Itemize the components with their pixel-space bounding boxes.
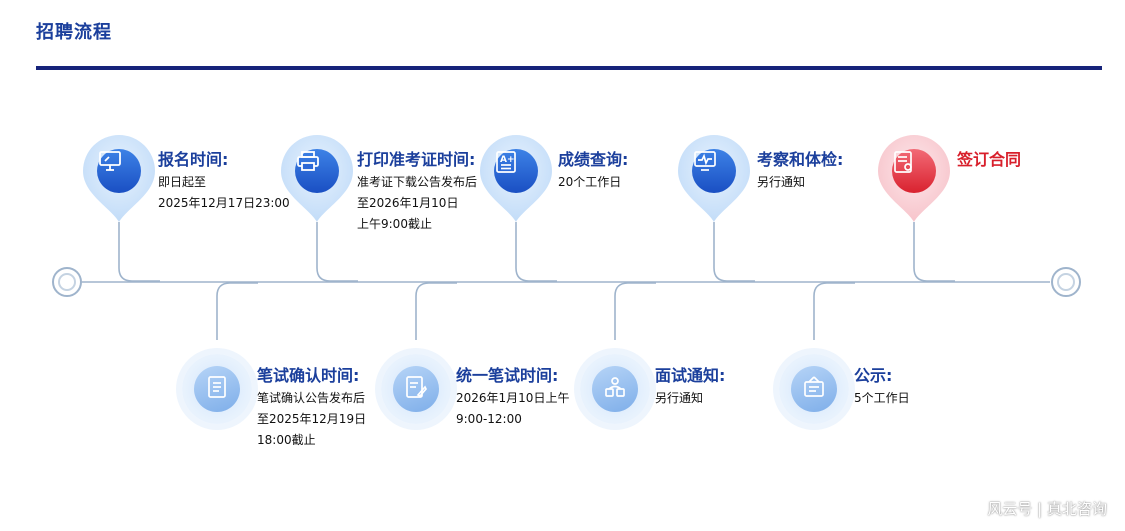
step-desc-admission-print: 准考证下载公告发布后至2026年1月10日上午9:00截止 <box>357 175 478 231</box>
circle-written-exam <box>381 354 451 424</box>
circle-publicity <box>779 354 849 424</box>
score-sheet-icon: A+ <box>495 150 537 192</box>
stem-top-5 <box>913 222 955 282</box>
interview-icon <box>603 375 627 403</box>
stem-bottom-1 <box>216 282 258 340</box>
step-title-written-confirm: 笔试确认时间: <box>257 366 360 385</box>
step-title-publicity: 公示: <box>854 366 893 385</box>
health-monitor-icon <box>693 150 735 192</box>
monitor-icon <box>98 150 140 192</box>
step-desc-score-query: 20个工作日 <box>558 175 622 189</box>
stem-top-4 <box>713 222 755 282</box>
stem-top-2 <box>316 222 358 282</box>
notice-board-icon <box>802 375 826 403</box>
step-title-register: 报名时间: <box>158 150 229 169</box>
step-title-interview: 面试通知: <box>655 366 726 385</box>
circle-interview <box>580 354 650 424</box>
step-title-score-query: 成绩查询: <box>558 150 629 169</box>
stem-bottom-3 <box>614 282 656 340</box>
stem-top-3 <box>515 222 557 282</box>
step-desc-publicity: 5个工作日 <box>854 391 910 405</box>
page-title: 招聘流程 <box>36 22 112 43</box>
step-title-admission-print: 打印准考证时间: <box>357 150 476 169</box>
notebook-icon <box>206 375 228 403</box>
step-title-inspection: 考察和体检: <box>757 150 844 169</box>
pin-monitor <box>81 134 157 224</box>
pin-contract <box>876 134 952 224</box>
title-divider <box>36 66 1102 70</box>
stem-top-1 <box>118 222 160 282</box>
contract-icon <box>893 150 935 192</box>
watermark: 风云号 | 真北咨询 <box>987 500 1107 518</box>
timeline-start-ring <box>52 267 82 297</box>
pin-health <box>676 134 752 224</box>
pen-paper-icon <box>405 375 428 403</box>
step-desc-interview: 另行通知 <box>655 391 704 405</box>
stem-bottom-4 <box>813 282 855 340</box>
pin-printer <box>279 134 355 224</box>
timeline-end-ring <box>1051 267 1081 297</box>
step-title-contract: 签订合同 <box>957 150 1022 169</box>
stem-bottom-2 <box>415 282 457 340</box>
circle-notebook <box>182 354 252 424</box>
printer-icon <box>296 150 338 192</box>
pin-score: A+ <box>478 134 554 224</box>
step-desc-inspection: 另行通知 <box>757 175 806 189</box>
step-title-written-exam: 统一笔试时间: <box>456 366 559 385</box>
svg-text:A+: A+ <box>500 155 515 165</box>
